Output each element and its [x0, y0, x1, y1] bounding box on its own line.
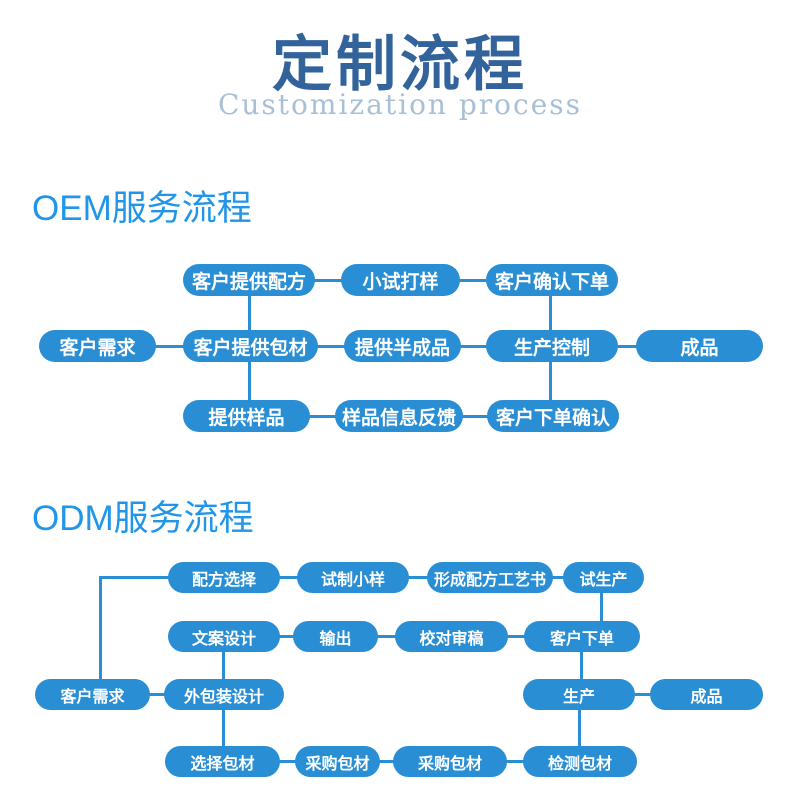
oem-node-finished-product: 成品 — [636, 330, 763, 362]
oem-section-heading: OEM服务流程 — [32, 189, 252, 228]
connector — [222, 708, 225, 748]
connector — [378, 760, 395, 763]
oem-node-sample-feedback: 样品信息反馈 — [335, 400, 463, 432]
page-title: 定制流程 — [272, 30, 528, 100]
odm-section-heading: ODM服务流程 — [32, 499, 254, 538]
connector — [459, 279, 489, 282]
odm-node-finished-product: 成品 — [650, 679, 763, 710]
oem-node-provide-sample: 提供样品 — [183, 400, 310, 432]
odm-node-formula-selection: 配方选择 — [168, 562, 280, 593]
oem-node-small-trial-sample: 小试打样 — [341, 264, 460, 296]
connector — [580, 650, 583, 681]
connector — [600, 591, 603, 623]
page-subtitle: Customization process — [217, 88, 583, 121]
connector — [99, 576, 170, 579]
oem-node-customer-confirms-order: 客户确认下单 — [486, 264, 618, 296]
connector — [278, 635, 295, 638]
connector — [506, 635, 526, 638]
connector — [407, 576, 429, 579]
odm-node-production: 生产 — [523, 679, 635, 710]
connector — [99, 576, 102, 681]
connector — [551, 576, 565, 579]
connector — [376, 635, 397, 638]
odm-node-customer-order: 客户下单 — [524, 621, 640, 652]
oem-node-customer-order-confirm: 客户下单确认 — [487, 400, 619, 432]
odm-node-proofreading: 校对审稿 — [395, 621, 508, 652]
oem-node-customer-provides-packaging: 客户提供包材 — [183, 330, 318, 362]
odm-node-trial-production: 试生产 — [563, 562, 644, 593]
connector — [248, 294, 251, 334]
connector — [578, 708, 581, 748]
odm-node-purchase-packaging-1: 采购包材 — [295, 746, 380, 777]
connector — [462, 415, 490, 418]
oem-node-production-control: 生产控制 — [486, 330, 618, 362]
odm-node-customer-demand: 客户需求 — [35, 679, 150, 710]
oem-node-customer-demand: 客户需求 — [39, 330, 156, 362]
connector — [222, 650, 225, 681]
connector — [148, 693, 166, 696]
connector — [616, 345, 639, 348]
connector — [278, 760, 297, 763]
connector — [549, 294, 552, 334]
connector — [278, 576, 299, 579]
connector — [505, 760, 525, 763]
odm-node-select-packaging: 选择包材 — [165, 746, 280, 777]
connector — [248, 360, 251, 403]
connector — [633, 693, 652, 696]
odm-node-purchase-packaging-2: 采购包材 — [393, 746, 507, 777]
odm-node-packaging-design: 外包装设计 — [164, 679, 284, 710]
connector — [317, 345, 347, 348]
odm-node-inspect-packaging: 检测包材 — [523, 746, 637, 777]
connector — [314, 279, 344, 282]
connector — [549, 360, 552, 403]
connector — [309, 415, 338, 418]
oem-node-provide-semi-finished: 提供半成品 — [344, 330, 461, 362]
oem-node-customer-provides-formula: 客户提供配方 — [183, 264, 315, 296]
odm-node-trial-sample: 试制小样 — [297, 562, 409, 593]
odm-node-copy-design: 文案设计 — [168, 621, 280, 652]
odm-node-output: 输出 — [293, 621, 378, 652]
odm-node-formula-process-doc: 形成配方工艺书 — [427, 562, 553, 593]
connector — [460, 345, 489, 348]
connector — [154, 345, 186, 348]
